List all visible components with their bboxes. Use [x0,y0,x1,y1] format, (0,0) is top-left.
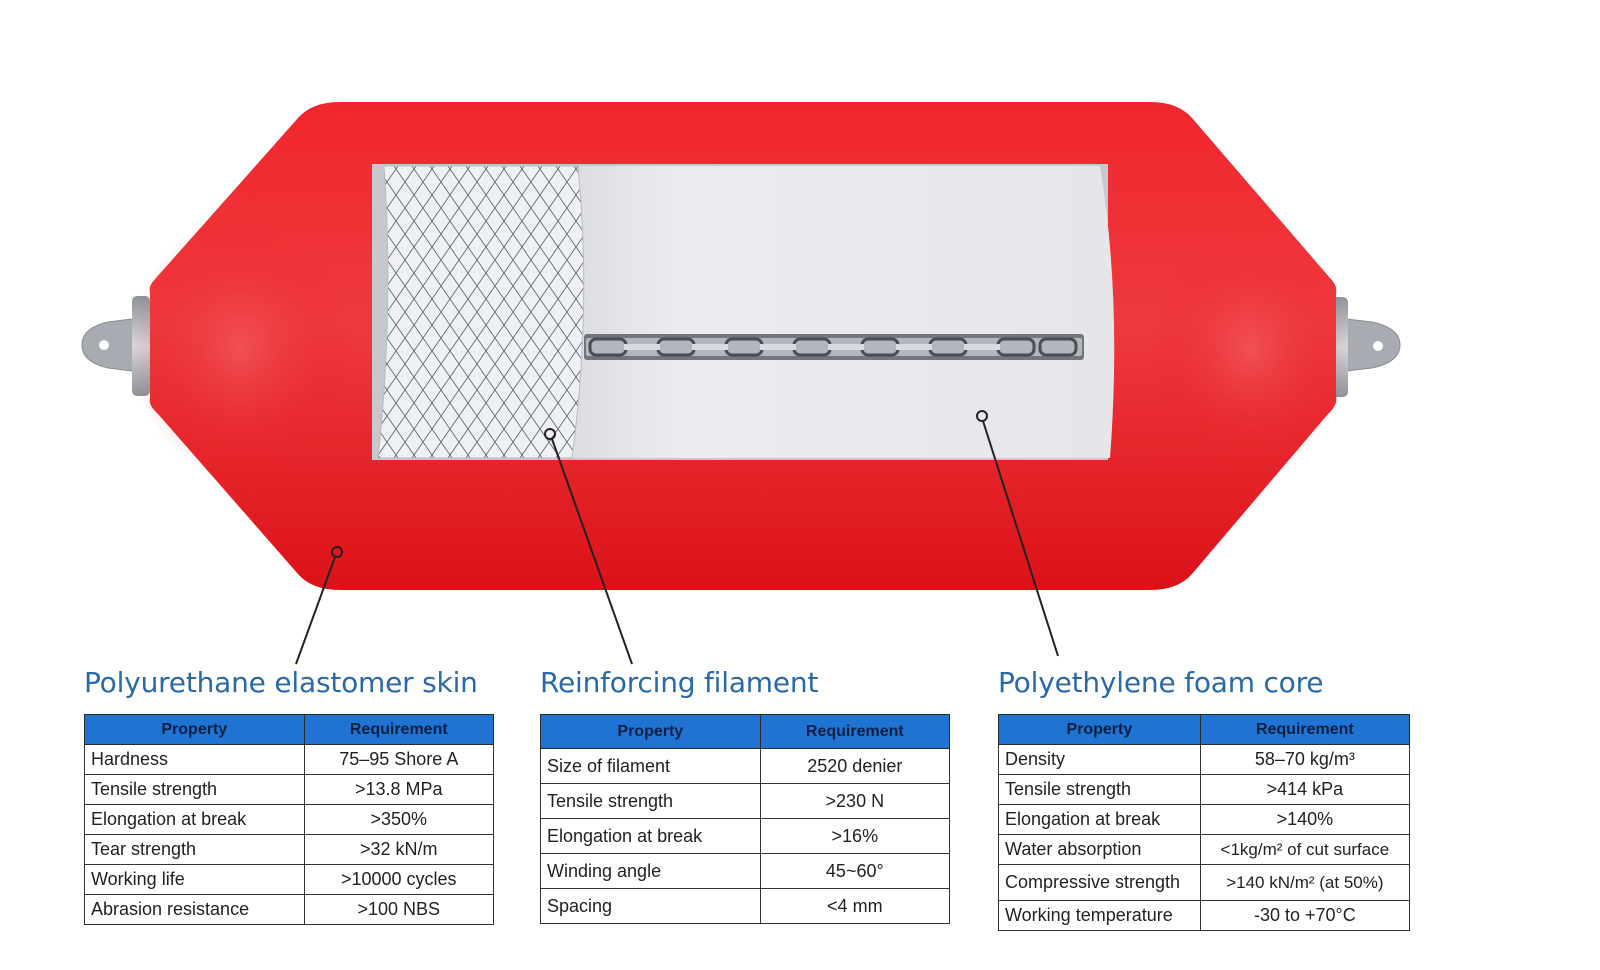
property-cell: Size of filament [540,748,761,784]
requirement-cell: >32 kN/m [303,834,495,865]
requirement-cell: >13.8 MPa [303,774,495,805]
skin-section-title: Polyurethane elastomer skin [84,666,478,699]
table-header-property: Property [84,714,305,745]
table-row: Size of filament 2520 denier [540,748,951,784]
property-cell: Tensile strength [84,774,305,805]
property-cell: Spacing [540,888,761,924]
property-cell: Elongation at break [540,818,761,854]
table-header-property: Property [540,714,761,749]
requirement-cell: >140 kN/m² (at 50%) [1199,864,1411,901]
table-row: Elongation at break >140% [998,804,1411,835]
table-row: Winding angle 45~60° [540,853,951,889]
property-cell: Working life [84,864,305,895]
callout-skin [295,546,343,665]
central-chain [584,334,1084,360]
foam-core-section-title: Polyethylene foam core [998,666,1324,699]
requirement-cell: >100 NBS [303,894,495,925]
table-row: Working temperature -30 to +70°C [998,900,1411,931]
requirement-cell: >16% [759,818,951,854]
requirement-cell: <1kg/m² of cut surface [1199,834,1411,865]
property-cell: Hardness [84,744,305,775]
property-cell: Tear strength [84,834,305,865]
table-row: Tensile strength >230 N [540,783,951,819]
property-cell: Tensile strength [998,774,1201,805]
requirement-cell: >140% [1199,804,1411,835]
table-header-requirement: Requirement [759,714,951,749]
requirement-cell: <4 mm [759,888,951,924]
foam-core-properties-table: Property Requirement Density 58–70 kg/m³… [998,714,1411,931]
requirement-cell: >414 kPa [1199,774,1411,805]
property-cell: Abrasion resistance [84,894,305,925]
requirement-cell: 2520 denier [759,748,951,784]
property-cell: Compressive strength [998,864,1201,901]
reinforcing-filament-mesh [377,165,585,459]
table-row: Abrasion resistance >100 NBS [84,894,495,925]
property-cell: Elongation at break [84,804,305,835]
table-row: Tensile strength >414 kPa [998,774,1411,805]
cutaway-window [372,164,1115,460]
table-row: Elongation at break >350% [84,804,495,835]
requirement-cell: 58–70 kg/m³ [1199,744,1411,775]
table-row: Tear strength >32 kN/m [84,834,495,865]
table-header-requirement: Requirement [303,714,495,745]
requirement-cell: 45~60° [759,853,951,889]
property-cell: Tensile strength [540,783,761,819]
filament-properties-table: Property Requirement Size of filament 25… [540,714,951,924]
property-cell: Water absorption [998,834,1201,865]
requirement-cell: >350% [303,804,495,835]
callout-foam-core [976,410,1059,657]
property-cell: Elongation at break [998,804,1201,835]
table-row: Elongation at break >16% [540,818,951,854]
requirement-cell: -30 to +70°C [1199,900,1411,931]
filament-section-title: Reinforcing filament [540,666,819,699]
table-row: Density 58–70 kg/m³ [998,744,1411,775]
table-header-requirement: Requirement [1199,714,1411,745]
callout-filament [544,428,633,665]
requirement-cell: >10000 cycles [303,864,495,895]
foam-core [572,166,1115,458]
table-row: Working life >10000 cycles [84,864,495,895]
requirement-cell: >230 N [759,783,951,819]
table-row: Spacing <4 mm [540,888,951,924]
table-row: Tensile strength >13.8 MPa [84,774,495,805]
skin-properties-table: Property Requirement Hardness 75–95 Shor… [84,714,495,925]
property-cell: Winding angle [540,853,761,889]
property-cell: Density [998,744,1201,775]
table-row: Hardness 75–95 Shore A [84,744,495,775]
table-row: Compressive strength >140 kN/m² (at 50%) [998,864,1411,901]
table-row: Water absorption <1kg/m² of cut surface [998,834,1411,865]
table-header-property: Property [998,714,1201,745]
requirement-cell: 75–95 Shore A [303,744,495,775]
property-cell: Working temperature [998,900,1201,931]
